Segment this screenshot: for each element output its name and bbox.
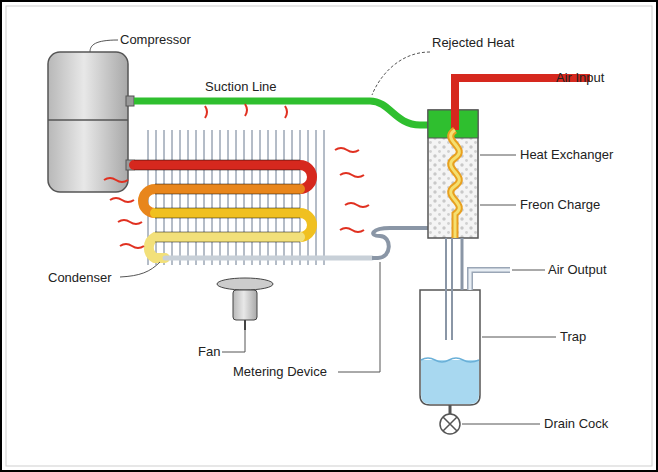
part-label: Heat Exchanger	[520, 148, 613, 161]
leader-line	[372, 52, 430, 95]
leader-line	[480, 78, 594, 205]
air-output-pipe	[470, 270, 510, 290]
condenser-fins	[146, 130, 328, 265]
part-label: Suction Line	[205, 80, 277, 93]
part-label: Drain Cock	[544, 417, 608, 430]
part-label: Condenser	[48, 271, 112, 284]
leader-line	[120, 262, 160, 277]
air-input-pipe	[455, 78, 590, 130]
part-label: Metering Device	[233, 365, 327, 378]
part-label: Freon Charge	[520, 198, 600, 211]
suction-line	[134, 101, 430, 125]
exchanger-coil	[451, 130, 460, 238]
drain-pipe	[446, 238, 452, 340]
condenser-coil	[134, 165, 372, 258]
heat-waves	[104, 104, 369, 248]
part-label: Air Output	[548, 263, 607, 276]
part-label: Air Input	[556, 71, 604, 84]
part-label: Compressor	[120, 33, 191, 46]
part-label: Fan	[198, 345, 220, 358]
leader-line	[462, 270, 556, 424]
leader-line	[90, 40, 118, 52]
metering-device	[372, 228, 428, 258]
compressor	[48, 52, 134, 192]
part-label: Rejected Heat	[432, 36, 514, 49]
leader-line	[338, 262, 380, 372]
leader-line	[222, 330, 245, 352]
fan	[217, 278, 273, 330]
heat-exchanger	[428, 110, 478, 238]
trap	[420, 290, 480, 434]
part-label: Trap	[560, 330, 586, 343]
